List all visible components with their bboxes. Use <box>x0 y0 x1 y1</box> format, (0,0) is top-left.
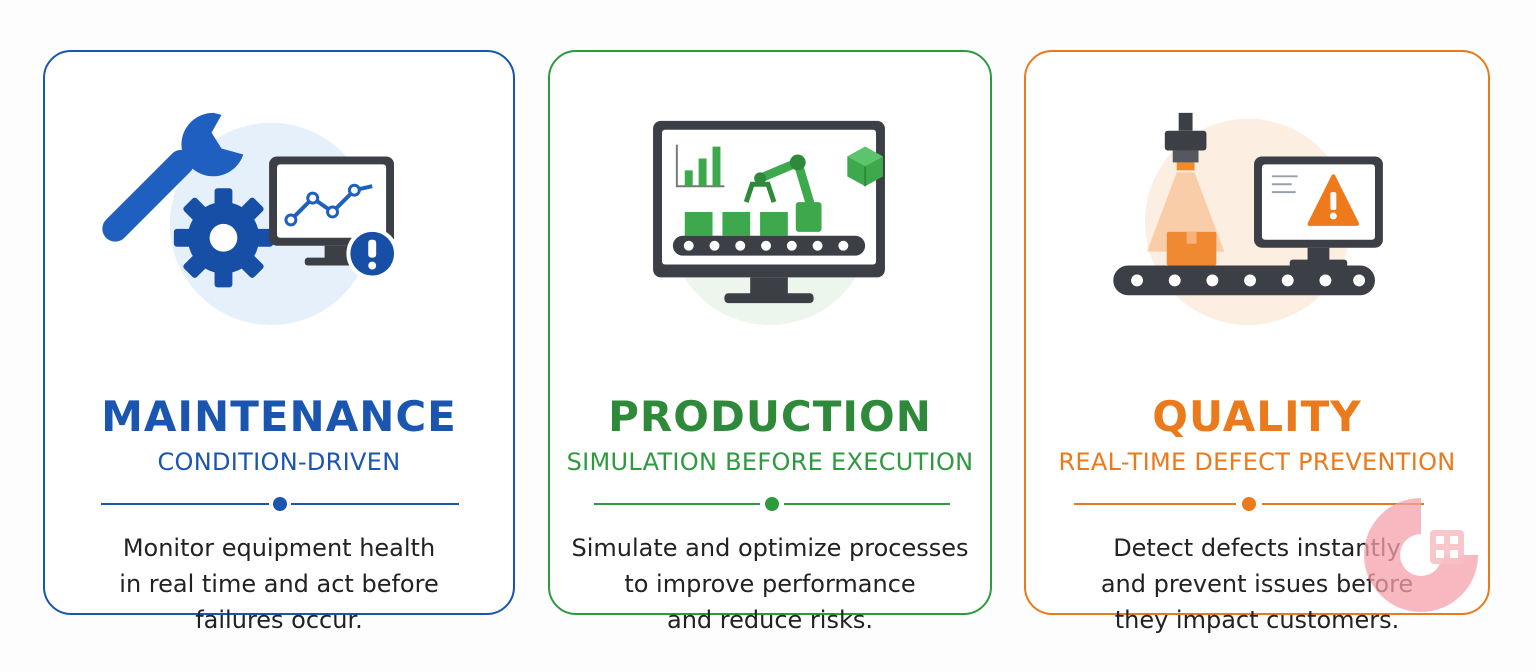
monitor-warning-icon <box>1254 156 1383 268</box>
card-title: PRODUCTION <box>608 392 932 441</box>
card-subtitle: REAL-TIME DEFECT PREVENTION <box>1058 448 1456 476</box>
maintenance-card: MAINTENANCE CONDITION-DRIVEN Monitor equ… <box>43 50 515 634</box>
divider <box>101 496 459 512</box>
robot-arm-icon <box>743 154 822 232</box>
conveyor-icon <box>1113 265 1375 296</box>
wrench-icon <box>102 112 244 246</box>
quality-illustration <box>1113 112 1383 326</box>
bar-chart-icon <box>675 144 725 188</box>
box-icon <box>1166 231 1217 266</box>
card-description: Simulate and optimize processes to impro… <box>571 534 969 634</box>
card-title: QUALITY <box>1152 392 1362 441</box>
maintenance-illustration <box>102 112 398 326</box>
watermark-logo-icon <box>1364 498 1478 612</box>
card-title: MAINTENANCE <box>101 392 457 441</box>
gear-icon <box>173 188 274 288</box>
divider <box>1074 496 1424 512</box>
divider <box>594 496 950 512</box>
monitor-trend-icon <box>269 156 395 266</box>
card-description: Monitor equipment health in real time an… <box>119 534 439 634</box>
alert-icon <box>346 227 398 280</box>
production-card: PRODUCTION SIMULATION BEFORE EXECUTION S… <box>548 50 992 634</box>
card-subtitle: SIMULATION BEFORE EXECUTION <box>566 448 974 476</box>
conveyor-icon <box>672 212 866 256</box>
production-illustration <box>653 120 885 325</box>
card-subtitle: CONDITION-DRIVEN <box>157 448 401 476</box>
